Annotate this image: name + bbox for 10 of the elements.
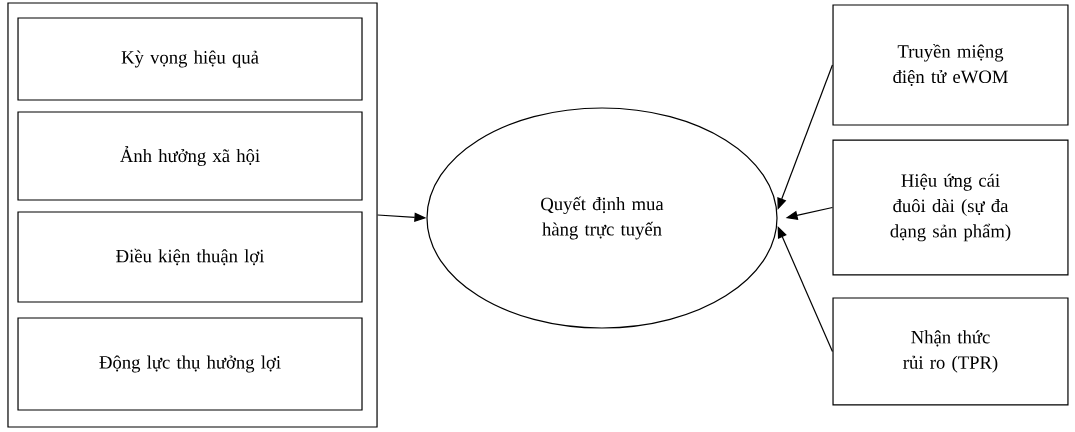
factor-box: Động lực thụ hưởng lợi <box>17 317 363 411</box>
arrow <box>777 64 834 210</box>
factor-box: Kỳ vọng hiệu quả <box>17 17 363 101</box>
factor-box: Điều kiện thuận lợi <box>17 211 363 303</box>
factor-box: Nhận thức rủi ro (TPR) <box>832 297 1069 406</box>
arrow <box>777 226 834 353</box>
factor-box: Hiệu ứng cái đuôi dài (sự đa dạng sản phẩm) <box>832 139 1069 276</box>
factor-box: Ảnh hưởng xã hội <box>17 111 363 201</box>
group-box <box>7 2 378 428</box>
factor-box: Truyền miệng điện tử eWOM <box>832 4 1069 126</box>
